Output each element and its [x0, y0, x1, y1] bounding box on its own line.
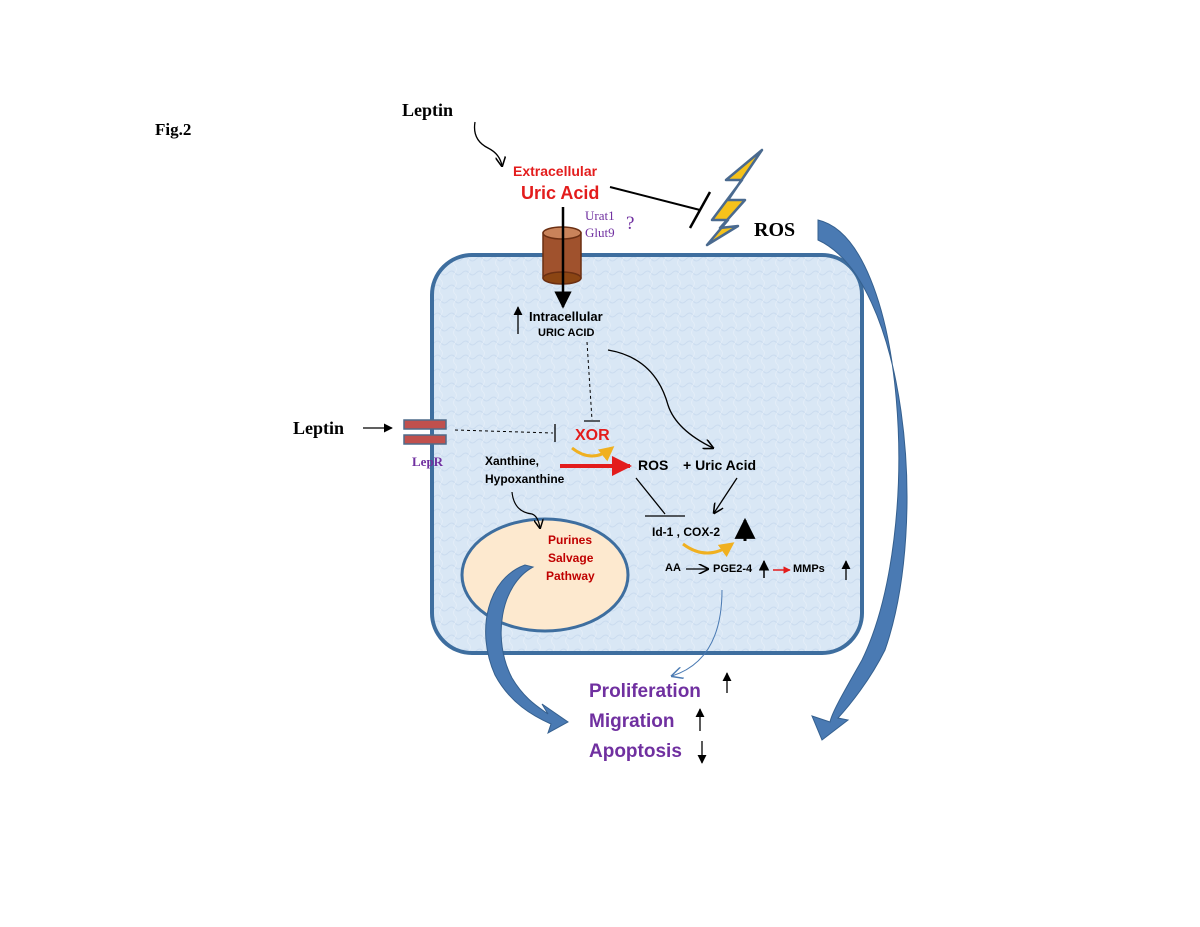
xor-cycle-arrow [571, 446, 615, 462]
salvage-label: Salvage [548, 551, 594, 565]
lepr-receptor [403, 419, 447, 445]
uric-acid-inhibits-ros [609, 186, 701, 211]
leptin-to-extracellular-arrow [473, 121, 502, 166]
purines-label: Purines [548, 533, 593, 547]
hypoxanthine-label: Hypoxanthine [485, 472, 565, 486]
intracellular-to-ros-arrow [607, 349, 713, 448]
proliferation-label: Proliferation [589, 681, 701, 702]
figure-label: Fig.2 [155, 120, 192, 139]
urat1-label: Urat1 [585, 208, 615, 223]
xor-label: XOR [575, 427, 610, 444]
leptin-top-label: Leptin [402, 100, 454, 120]
lepr-inhibits-xor [454, 429, 554, 434]
pathway-label: Pathway [546, 569, 595, 583]
migration-label: Migration [589, 711, 675, 732]
pge-label: PGE2-4 [713, 563, 753, 575]
ros-to-outcomes-big-arrow [811, 219, 908, 741]
nucleus-to-outcomes-big-arrow [485, 564, 569, 735]
ros-outside-label: ROS [754, 219, 796, 241]
intracellular-inhibits-xor [586, 341, 593, 421]
cox2-cycle-arrow [682, 542, 735, 558]
intracellular-uric-acid-label: URIC ACID [538, 327, 595, 339]
aa-label: AA [665, 562, 681, 574]
apoptosis-label: Apoptosis [589, 741, 682, 762]
ros-lightning-bolt-icon [705, 148, 764, 247]
lepr-label: LepR [412, 454, 444, 469]
pge-to-outcomes-arrow [672, 589, 723, 676]
xanthine-label: Xanthine, [485, 454, 540, 468]
extracellular-uric-acid-label: Uric Acid [521, 183, 600, 203]
leptin-left-label: Leptin [293, 418, 345, 438]
transporter-question-mark: ? [626, 213, 635, 234]
uric-acid-to-cox2-arrow [714, 477, 738, 513]
intracellular-label: Intracellular [529, 309, 603, 324]
id1-cox2-label: Id-1 , COX-2 [652, 525, 721, 539]
ros-inside-label: ROS [638, 457, 669, 473]
ros-inhibits-id1 [635, 477, 666, 515]
xanthine-to-purines-arrow [511, 491, 540, 528]
mmps-label: MMPs [793, 563, 825, 575]
glut9-label: Glut9 [585, 225, 615, 240]
plus-uric-acid-label: + Uric Acid [683, 457, 757, 473]
extracellular-label: Extracellular [513, 163, 598, 179]
